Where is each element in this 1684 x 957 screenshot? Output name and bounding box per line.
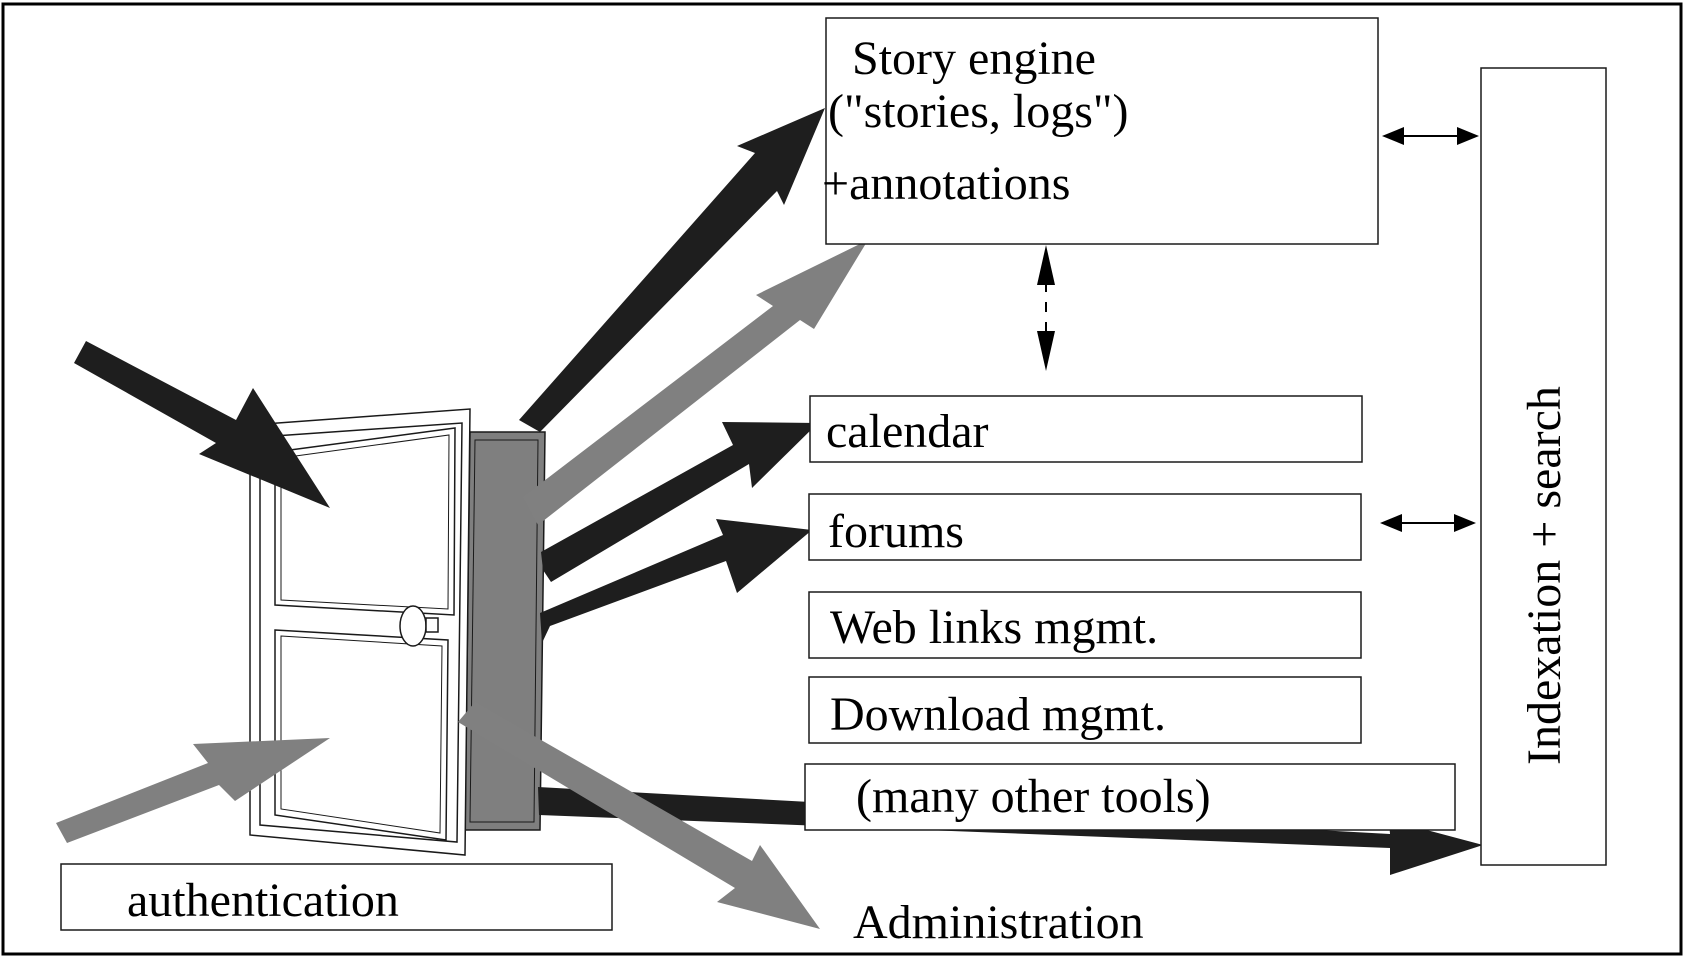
story-engine-title: Story engine	[852, 32, 1096, 85]
indexation-search-box	[1480, 67, 1607, 866]
incoming-arrow-dark	[74, 341, 330, 508]
story-engine-annotations: +annotations	[822, 157, 1070, 210]
arrow-to-story-engine	[519, 108, 825, 432]
download-box	[808, 676, 1362, 744]
download-label: Download mgmt.	[830, 688, 1166, 741]
authentication-box	[60, 863, 613, 931]
story-calendar-connector	[1037, 245, 1055, 371]
story-index-connector	[1382, 127, 1479, 145]
tools-index-connector	[1380, 514, 1476, 532]
incoming-arrow-gray	[56, 738, 330, 843]
other-tools-label: (many other tools)	[856, 770, 1211, 823]
open-door-icon	[249, 408, 546, 856]
calendar-label: calendar	[826, 405, 989, 458]
administration-label: Administration	[853, 896, 1144, 949]
other-tools-box	[804, 763, 1456, 831]
arrow-to-indexation	[538, 787, 1483, 875]
forums-box	[808, 493, 1362, 561]
indexation-search-label: Indexation + search	[1518, 386, 1571, 765]
story-engine-subtitle: ("stories, logs")	[828, 85, 1129, 138]
arrow-to-annotations	[523, 240, 868, 525]
forums-label: forums	[828, 505, 964, 558]
web-links-label: Web links mgmt.	[830, 601, 1158, 654]
authentication-label: authentication	[127, 874, 399, 927]
arrow-to-administration	[458, 702, 820, 929]
web-links-box	[808, 591, 1362, 659]
arrow-to-forums	[540, 519, 812, 643]
story-engine-box	[825, 17, 1379, 245]
arrow-to-calendar	[541, 422, 818, 582]
calendar-box	[809, 395, 1363, 463]
